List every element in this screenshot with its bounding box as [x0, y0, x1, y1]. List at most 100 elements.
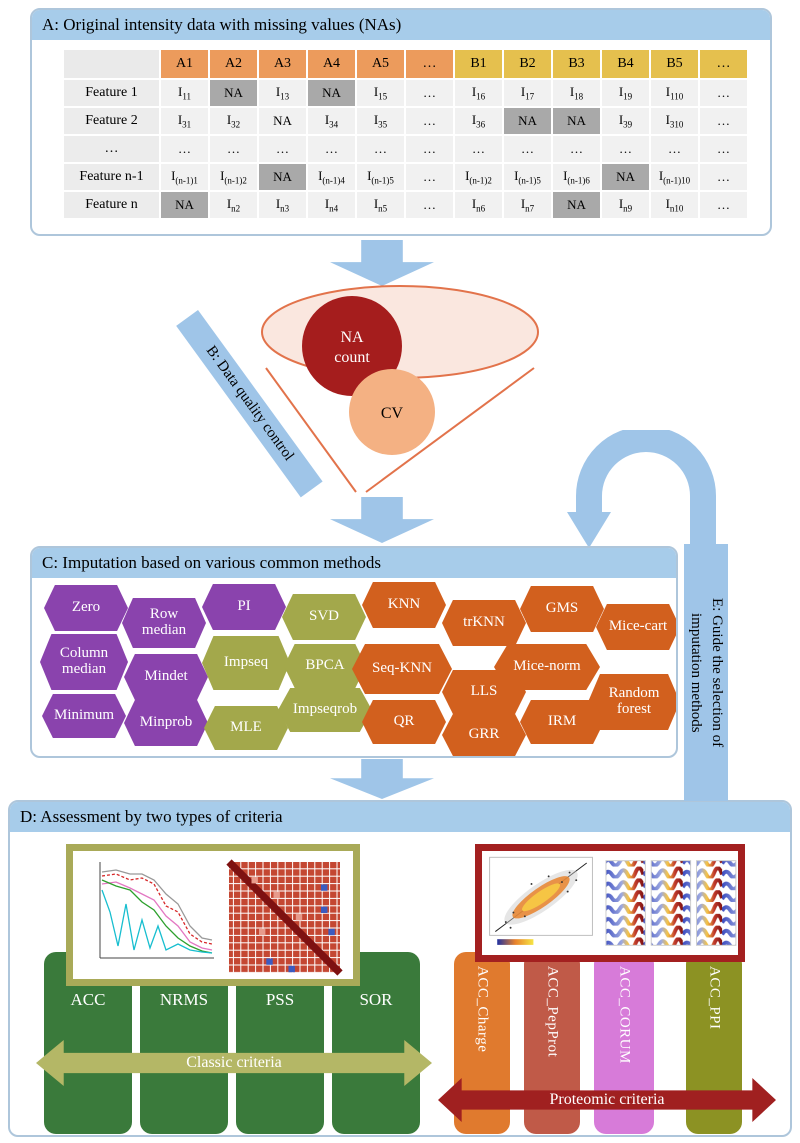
intensity-cell: I110 [651, 80, 698, 106]
intensity-cell: I11 [161, 80, 208, 106]
intensity-cell: I(n-1)5 [504, 164, 551, 190]
method-hex-knn: KNN [362, 582, 446, 628]
column-header: B3 [553, 50, 600, 78]
down-arrow-b-to-c-icon [330, 497, 434, 543]
method-hex-svd: SVD [282, 594, 366, 640]
method-hex-label: Mindet [144, 668, 188, 685]
method-hex-label: PI [237, 598, 251, 615]
method-hex-mindet: Mindet [124, 654, 208, 700]
classic-line-plot-thumbnail [99, 862, 214, 959]
dots-cell: … [308, 136, 355, 162]
dots-cell: … [455, 136, 502, 162]
dots-cell: … [357, 136, 404, 162]
intensity-cell: In6 [455, 192, 502, 218]
intensity-cell: I18 [553, 80, 600, 106]
panel-e-bar: E: Guide the selection of imputation met… [684, 544, 728, 801]
cv-circle [349, 369, 435, 455]
method-hex-label: SVD [308, 608, 339, 625]
panel-a-header: A: Original intensity data with missing … [32, 10, 770, 40]
panel-d: D: Assessment by two types of criteria A… [8, 800, 792, 1137]
intensity-cell: In5 [357, 192, 404, 218]
method-hex-mle: MLE [204, 706, 288, 750]
row-label: Feature 2 [64, 108, 159, 134]
column-header: A5 [357, 50, 404, 78]
row-label: Feature n [64, 192, 159, 218]
intensity-cell: In9 [602, 192, 649, 218]
method-hex-lls: LLS [442, 670, 526, 714]
dots-cell: … [700, 164, 747, 190]
intensity-cell: I39 [602, 108, 649, 134]
intensity-cell: I17 [504, 80, 551, 106]
na-cell: NA [602, 164, 649, 190]
intensity-cell: I15 [357, 80, 404, 106]
column-header: B4 [602, 50, 649, 78]
method-hex-trknn: trKNN [442, 600, 526, 646]
classic-plots-box [66, 844, 360, 986]
na-cell: NA [259, 164, 306, 190]
method-hex-row-median: Row median [122, 598, 206, 648]
na-cell: NA [308, 80, 355, 106]
panel-e-line1: E: Guide the selection of [709, 597, 725, 748]
funnel-right-line [365, 367, 535, 493]
method-hex-label: BPCA [305, 657, 345, 674]
dots-cell: … [406, 192, 453, 218]
column-header: A3 [259, 50, 306, 78]
intensity-cell: In2 [210, 192, 257, 218]
column-header: B5 [651, 50, 698, 78]
proteomic-scatter-thumbnail [489, 856, 593, 945]
na-cell: NA [504, 108, 551, 134]
intensity-cell: I(n-1)5 [357, 164, 404, 190]
cv-text: CV [381, 405, 404, 422]
na-cell: NA [210, 80, 257, 106]
proteomic-bar-acc-pepprot-label: ACC_PepProt [544, 966, 561, 1058]
dots-cell: … [700, 136, 747, 162]
method-hex-label: Zero [71, 599, 101, 616]
down-arrow-c-to-d-icon [330, 759, 434, 799]
classic-correlation-heatmap-thumbnail [226, 859, 343, 976]
funnel-left-line [265, 367, 357, 493]
panel-c-header: C: Imputation based on various common me… [32, 548, 676, 578]
panel-a-title: A: Original intensity data with missing … [42, 15, 402, 34]
method-hex-impseq: Impseq [202, 636, 290, 690]
dots-cell: … [210, 136, 257, 162]
dots-cell: … [406, 80, 453, 106]
proteomic-ridge-plots-thumbnail [605, 860, 737, 946]
intensity-cell: I16 [455, 80, 502, 106]
intensity-cell: I31 [161, 108, 208, 134]
intensity-cell: I(n-1)4 [308, 164, 355, 190]
dots-cell: … [700, 108, 747, 134]
na-cell: NA [161, 192, 208, 218]
method-hex-label: LLS [470, 683, 498, 700]
row-label: Feature n-1 [64, 164, 159, 190]
panel-c: C: Imputation based on various common me… [30, 546, 678, 758]
column-header: A4 [308, 50, 355, 78]
method-hex-label: trKNN [463, 614, 505, 631]
intensity-cell: I(n-1)2 [210, 164, 257, 190]
row-label: … [64, 136, 159, 162]
column-header: A2 [210, 50, 257, 78]
method-hex-label: Mice-cart [608, 618, 668, 635]
dots-cell: … [553, 136, 600, 162]
na-cell: NA [553, 192, 600, 218]
method-hex-label: Impseqrob [292, 701, 358, 718]
method-hex-pi: PI [202, 584, 286, 630]
intensity-cell: I32 [210, 108, 257, 134]
panel-d-header: D: Assessment by two types of criteria [10, 802, 790, 832]
classic-bar-acc-label: ACC [70, 990, 106, 1009]
method-hex-label: Column median [59, 645, 109, 677]
method-hex-label: Impseq [223, 654, 269, 671]
proteomic-criteria-arrow-label: Proteomic criteria [549, 1091, 665, 1108]
classic-bar-sor-label: SOR [359, 990, 393, 1009]
intensity-cell: I(n-1)10 [651, 164, 698, 190]
panel-a: A: Original intensity data with missing … [30, 8, 772, 236]
method-hex-label: Row median [141, 606, 187, 638]
classic-criteria-arrow-label: Classic criteria [186, 1054, 282, 1071]
dots-cell: … [700, 192, 747, 218]
dots-cell: … [406, 108, 453, 134]
feedback-curved-arrow-icon [567, 430, 716, 562]
method-hex-label: Seq-KNN [372, 660, 432, 677]
column-header: … [700, 50, 747, 78]
method-hex-column-median: Column median [40, 634, 128, 690]
